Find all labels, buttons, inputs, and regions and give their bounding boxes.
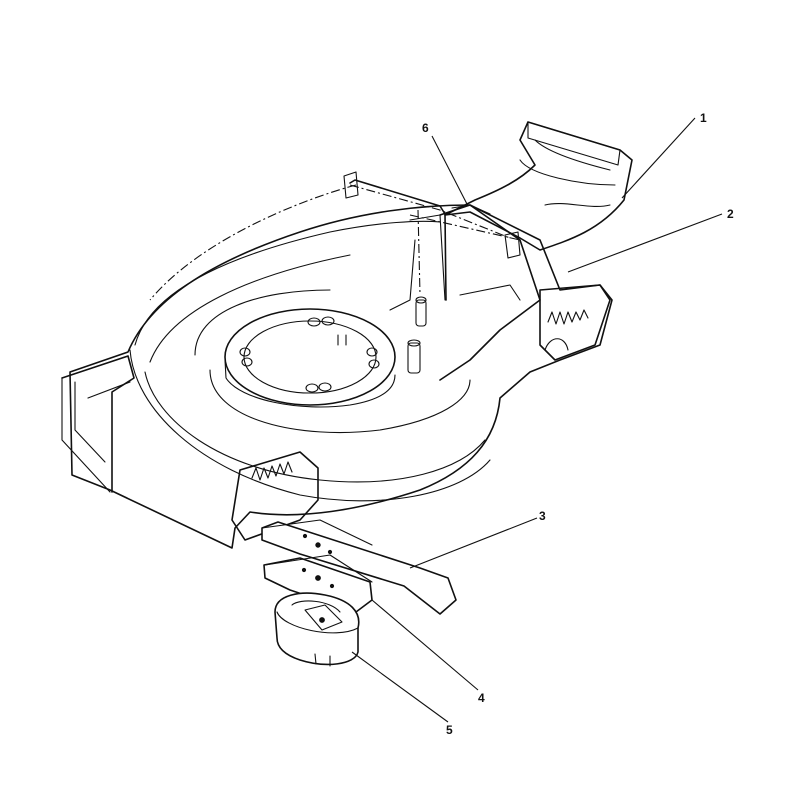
callout-2: 2 bbox=[727, 207, 734, 221]
leader-1 bbox=[621, 117, 696, 199]
leader-2 bbox=[567, 213, 723, 273]
blade-adapter bbox=[263, 554, 373, 613]
callout-3: 3 bbox=[539, 509, 546, 523]
callout-4: 4 bbox=[478, 691, 485, 705]
grass-chute bbox=[444, 121, 633, 251]
blade-hub bbox=[274, 592, 360, 667]
mower-deck bbox=[61, 171, 613, 549]
callout-1: 1 bbox=[700, 111, 707, 125]
chute-rod bbox=[349, 179, 491, 301]
leader-4 bbox=[371, 599, 479, 691]
callout-labels: 1 2 3 4 5 6 bbox=[422, 111, 734, 737]
leader-3 bbox=[409, 517, 538, 569]
callout-6: 6 bbox=[422, 121, 429, 135]
callout-leaders bbox=[351, 117, 723, 723]
callout-5: 5 bbox=[446, 723, 453, 737]
blade bbox=[261, 519, 457, 615]
leader-5 bbox=[351, 651, 449, 723]
leader-6 bbox=[431, 135, 469, 207]
